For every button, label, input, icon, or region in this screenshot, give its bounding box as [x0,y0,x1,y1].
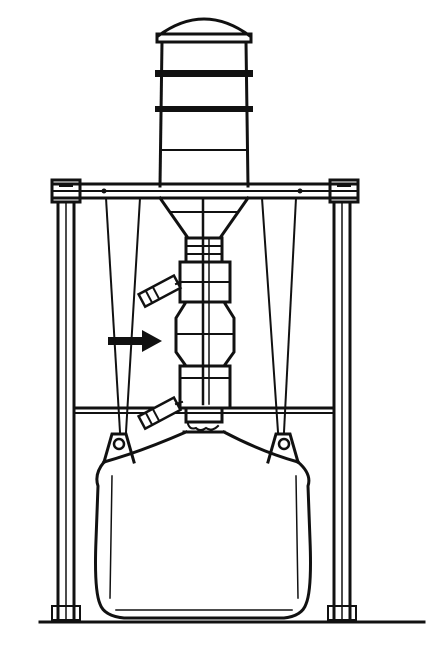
suspension-cables [104,196,298,434]
loop-left [102,432,136,464]
beam-bolt-2 [297,188,303,194]
hopper-cap-rim [155,32,253,44]
loop-right [266,432,300,464]
spout-crimp [186,422,220,431]
valve-spout [184,406,224,424]
bag-inner-seams [109,475,299,599]
cable-left-inner [124,196,142,434]
flow-arrow [108,330,162,352]
foot-left [51,605,81,621]
hopper-wall-right [244,40,250,188]
bag-shoulders [102,429,300,464]
actuator-levers [136,273,184,431]
lower-lever [136,395,183,431]
lower-lever-link [174,400,184,406]
hopper-band-2 [155,106,253,112]
upper-lever-link [174,280,184,286]
cable-right-inner [260,196,280,434]
lifting-loops [102,432,300,464]
support-frame-posts [38,200,426,624]
cable-right-outer [282,196,298,434]
loop-right-eye [277,437,291,451]
upper-lever [136,273,183,309]
bulk-bag [94,429,312,620]
beam-bolt-1 [101,188,107,194]
valve-lower-body [178,364,232,410]
foot-right [327,605,357,621]
hopper-band-1 [155,70,253,77]
valve-assembly [157,195,251,434]
hopper-dome [155,17,253,39]
cable-left-outer [104,196,122,434]
discharge-hopper [155,17,253,188]
bag-body [94,459,312,620]
loop-left-eye [112,437,126,451]
support-frame-top [50,178,360,204]
hopper-wall-left [158,40,164,188]
